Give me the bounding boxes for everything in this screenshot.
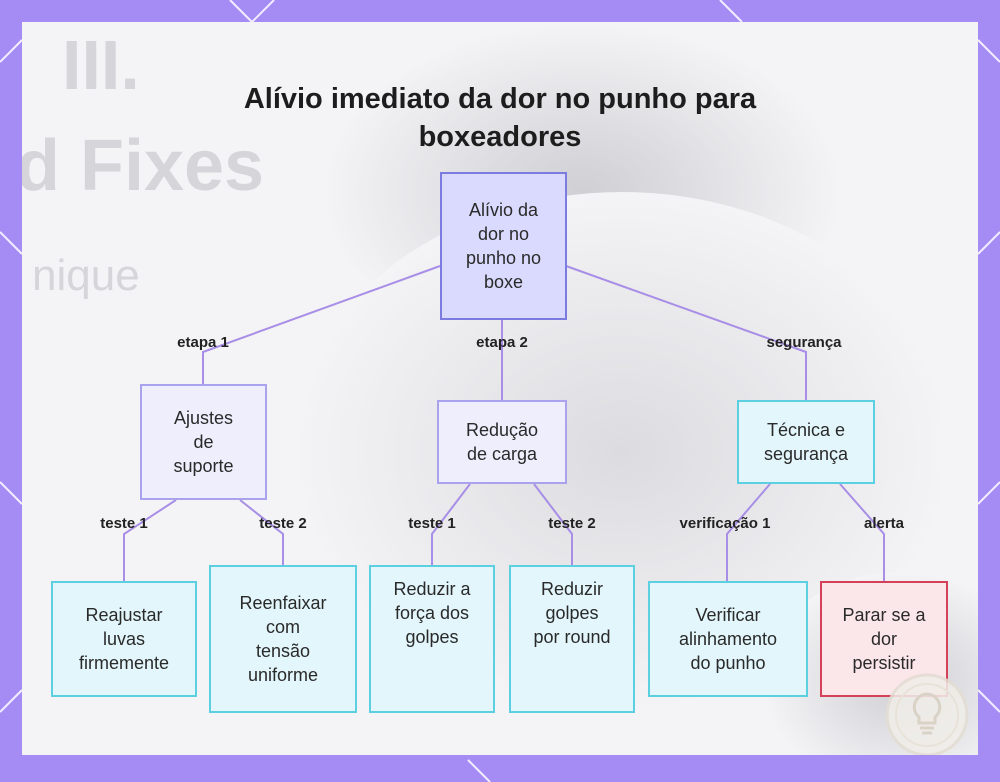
edge-label-etapa-1: etapa 1: [177, 334, 229, 351]
edge-label-seguranca: segurança: [766, 334, 841, 351]
node-root-line-2: dor no: [466, 222, 541, 246]
node-ajustes-line-2: de: [173, 430, 233, 454]
node-reenfaixar-line-2: com: [239, 615, 326, 639]
node-reducao-de-carga: Redução de carga: [437, 400, 567, 484]
node-reduzir-forca: Reduzir a força dos golpes: [369, 565, 495, 713]
node-reajustar-luvas: Reajustar luvas firmemente: [51, 581, 197, 697]
node-tecnica-line-1: Técnica e: [764, 418, 848, 442]
edge-root-ajustes: [203, 266, 440, 385]
edge-tecnica-parar: [840, 484, 884, 581]
node-verificar-alinhamento: Verificar alinhamento do punho: [648, 581, 808, 697]
node-parar-line-1: Parar se a: [842, 603, 925, 627]
node-reajustar-line-2: luvas: [79, 627, 169, 651]
edge-label-teste-2-reducao: teste 2: [548, 515, 596, 532]
edge-label-teste-2-ajustes: teste 2: [259, 515, 307, 532]
node-reajustar-line-3: firmemente: [79, 651, 169, 675]
node-reenfaixar: Reenfaixar com tensão uniforme: [209, 565, 357, 713]
edge-label-verificacao-1: verificação 1: [680, 515, 771, 532]
node-root-line-1: Alívio da: [466, 198, 541, 222]
node-tecnica-line-2: segurança: [764, 442, 848, 466]
node-golpes-line-1: Reduzir: [533, 577, 610, 601]
node-ajustes-line-1: Ajustes: [173, 406, 233, 430]
edge-ajustes-reenfaixar: [240, 500, 283, 565]
node-reenfaixar-line-1: Reenfaixar: [239, 591, 326, 615]
node-forca-line-2: força dos: [393, 601, 470, 625]
node-golpes-line-3: por round: [533, 625, 610, 649]
edge-label-teste-1-ajustes: teste 1: [100, 515, 148, 532]
lightbulb-badge-icon: [882, 670, 972, 755]
node-parar-line-2: dor: [842, 627, 925, 651]
node-verificar-line-2: alinhamento: [679, 627, 777, 651]
node-golpes-line-2: golpes: [533, 601, 610, 625]
edge-tecnica-verificar: [727, 484, 770, 581]
node-tecnica-e-seguranca: Técnica e segurança: [737, 400, 875, 484]
node-verificar-line-3: do punho: [679, 651, 777, 675]
node-reenfaixar-line-4: uniforme: [239, 663, 326, 687]
node-root-line-4: boxe: [466, 270, 541, 294]
node-verificar-line-1: Verificar: [679, 603, 777, 627]
node-root-line-3: punho no: [466, 246, 541, 270]
node-alivio-da-dor: Alívio da dor no punho no boxe: [440, 172, 567, 320]
node-forca-line-1: Reduzir a: [393, 577, 470, 601]
node-reajustar-line-1: Reajustar: [79, 603, 169, 627]
node-reduzir-golpes: Reduzir golpes por round: [509, 565, 635, 713]
diagram-panel: III. d Fixes nique Alívio imediato da do…: [22, 22, 978, 755]
node-forca-line-3: golpes: [393, 625, 470, 649]
edge-label-alerta: alerta: [864, 515, 904, 532]
node-ajustes-line-3: suporte: [173, 454, 233, 478]
node-reducao-line-2: de carga: [466, 442, 538, 466]
edge-ajustes-reajustar: [124, 500, 176, 581]
edge-label-teste-1-reducao: teste 1: [408, 515, 456, 532]
node-reenfaixar-line-3: tensão: [239, 639, 326, 663]
node-ajustes-de-suporte: Ajustes de suporte: [140, 384, 267, 500]
node-reducao-line-1: Redução: [466, 418, 538, 442]
edge-label-etapa-2: etapa 2: [476, 334, 528, 351]
